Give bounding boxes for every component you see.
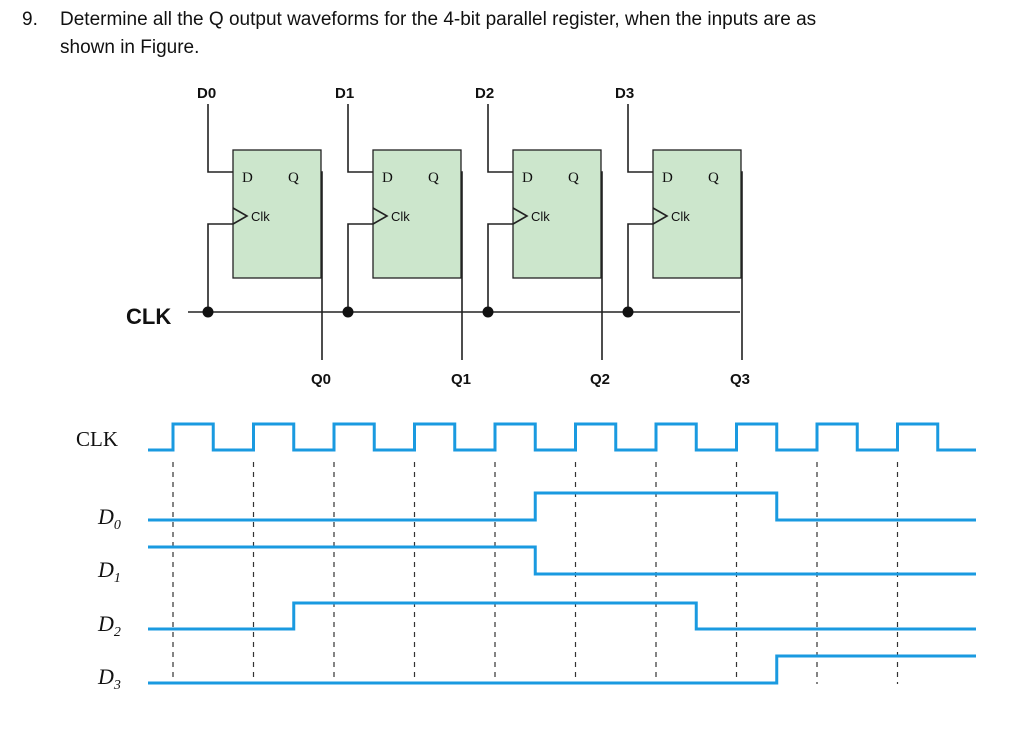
- flipflop-2-body: [512, 149, 602, 279]
- clock-junction-0: [202, 306, 214, 318]
- timing-d0-sub: 0: [114, 518, 121, 533]
- d3-label: D3: [615, 85, 634, 102]
- flipflop-3-clk-pin: Clk: [671, 209, 690, 224]
- timing-d0-letter: D: [97, 504, 114, 529]
- waveform-d0: [148, 491, 976, 522]
- flipflop-0-body: [232, 149, 322, 279]
- flipflop-0-clk-pin: Clk: [251, 209, 270, 224]
- d2-label: D2: [475, 85, 494, 102]
- timing-d1-label: D1: [97, 557, 121, 586]
- flipflop-0-clock-triangle: [232, 207, 249, 225]
- q1-output-wire: [461, 171, 463, 360]
- waveform-d2: [148, 601, 976, 631]
- q0-label: Q0: [311, 371, 331, 388]
- flipflop-1-clock-triangle: [372, 207, 389, 225]
- timing-d3-letter: D: [97, 664, 114, 689]
- flipflop-3-d-pin: D: [662, 170, 673, 186]
- clock-waveform: [148, 422, 976, 452]
- timing-d2-letter: D: [97, 611, 114, 636]
- waveforms: [148, 422, 976, 685]
- q2-label: Q2: [590, 371, 610, 388]
- flipflop-2: D Q Clk: [512, 149, 602, 279]
- waveform-d3: [148, 654, 976, 685]
- flipflop-1-clk-pin: Clk: [391, 209, 410, 224]
- clk-branch-3: [627, 223, 653, 312]
- q3-output-wire: [741, 171, 743, 360]
- clk-branch-2: [487, 223, 513, 312]
- timing-d3-label: D3: [97, 664, 121, 693]
- d0-input-wire: [207, 104, 233, 173]
- timing-diagram: CLK D0 D1 D2 D3: [76, 422, 976, 693]
- flipflop-3-clock-triangle: [652, 207, 669, 225]
- flipflop-3-body: [652, 149, 742, 279]
- clock-junction-2: [482, 306, 494, 318]
- clock-junction-1: [342, 306, 354, 318]
- clk-branch-0: [207, 223, 233, 312]
- d3-input-wire: [627, 104, 653, 173]
- timing-clk-label: CLK: [76, 427, 118, 451]
- question-text: 9. Determine all the Q output waveforms f…: [22, 6, 1002, 62]
- flipflop-2-clock-triangle: [512, 207, 529, 225]
- flipflop-2-clk-pin: Clk: [531, 209, 550, 224]
- flipflop-2-q-pin: Q: [568, 170, 579, 186]
- flipflop-3-q-pin: Q: [708, 170, 719, 186]
- timing-d1-letter: D: [97, 557, 114, 582]
- timing-d2-sub: 2: [114, 625, 121, 640]
- flipflop-1: D Q Clk: [372, 149, 462, 279]
- clock-junction-3: [622, 306, 634, 318]
- flipflop-1-q-pin: Q: [428, 170, 439, 186]
- flipflop-1-body: [372, 149, 462, 279]
- d1-input-wire: [347, 104, 373, 173]
- flipflop-2-d-pin: D: [522, 170, 533, 186]
- question-line-2: shown in Figure.: [60, 37, 200, 58]
- timing-d0-label: D0: [97, 504, 121, 533]
- clk-branch-1: [347, 223, 373, 312]
- register-clk-label: CLK: [126, 304, 171, 329]
- q3-label: Q3: [730, 371, 750, 388]
- flipflop-0-d-pin: D: [242, 170, 253, 186]
- question-line-1: 9. Determine all the Q output waveforms f…: [22, 6, 1002, 34]
- question-number: 9.: [22, 9, 38, 30]
- waveform-d1: [148, 545, 976, 576]
- flipflop-0: D Q Clk: [232, 149, 322, 279]
- timing-d3-sub: 3: [113, 678, 121, 693]
- d0-label: D0: [197, 85, 216, 102]
- d2-input-wire: [487, 104, 513, 173]
- flipflop-3: D Q Clk: [652, 149, 742, 279]
- flipflop-1-d-pin: D: [382, 170, 393, 186]
- q2-output-wire: [601, 171, 603, 360]
- flipflop-0-q-pin: Q: [288, 170, 299, 186]
- q0-output-wire: [321, 171, 323, 360]
- register-schematic: D Q Clk D Q Clk D Q Clk: [126, 85, 750, 388]
- timing-d1-sub: 1: [114, 571, 121, 586]
- d1-label: D1: [335, 85, 354, 102]
- q1-label: Q1: [451, 371, 471, 388]
- timing-d2-label: D2: [97, 611, 121, 640]
- question-body-1: Determine all the Q output waveforms for…: [60, 9, 817, 30]
